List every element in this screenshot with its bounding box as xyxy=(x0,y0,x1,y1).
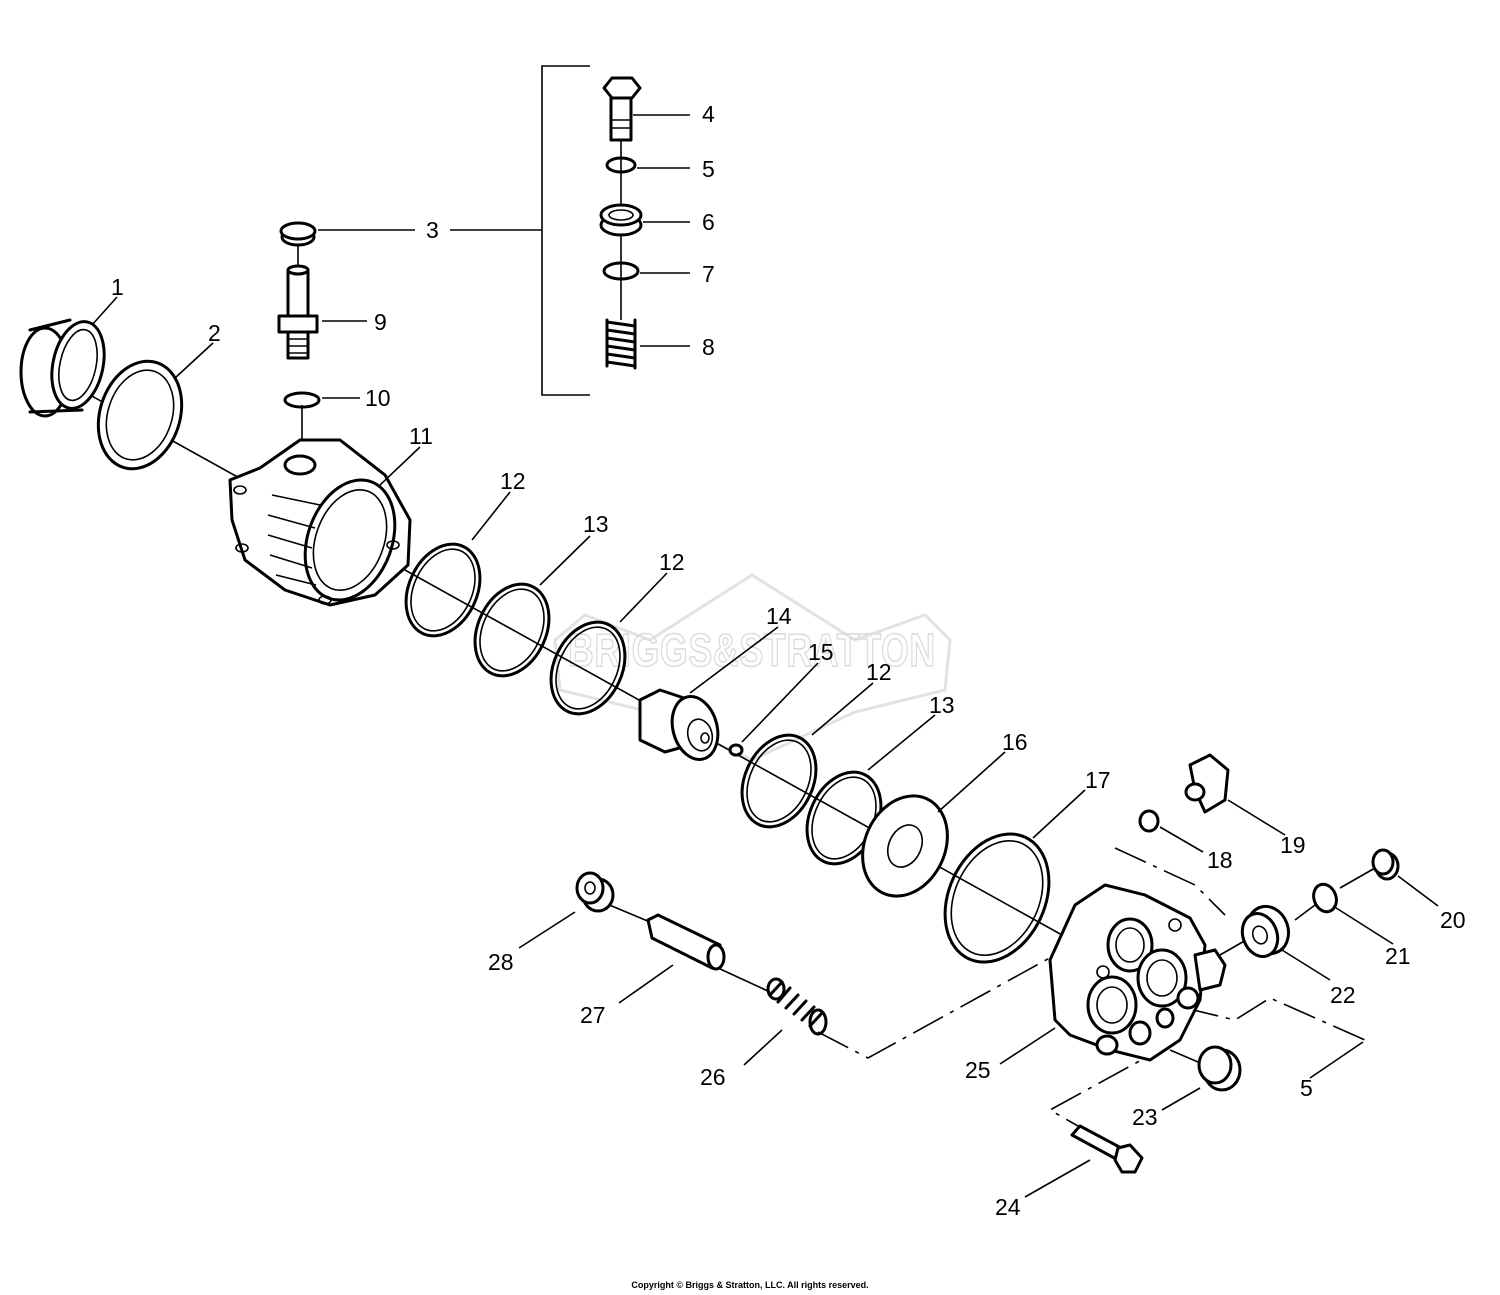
callout-8: 8 xyxy=(702,334,715,360)
callout-27: 27 xyxy=(580,1002,606,1028)
part-1-bearing-cup xyxy=(19,318,106,418)
part-26-spring xyxy=(766,977,828,1036)
part-19-cap xyxy=(1184,753,1230,814)
part-5-washer xyxy=(605,156,637,174)
part-12-ring-c xyxy=(740,733,818,829)
part-17-large-o-ring xyxy=(943,832,1051,964)
callout-28: 28 xyxy=(488,949,514,975)
callout-5-bottom: 5 xyxy=(1300,1075,1313,1101)
part-20-cap xyxy=(1371,848,1400,881)
callout-20: 20 xyxy=(1440,907,1466,933)
part-13-ring-a xyxy=(473,582,551,678)
part-25-manifold-head xyxy=(1048,883,1227,1062)
part-15-ball xyxy=(728,743,744,757)
callout-13-a: 13 xyxy=(583,511,609,537)
callout-10: 10 xyxy=(365,385,391,411)
part-27-pin xyxy=(646,913,726,971)
callout-24: 24 xyxy=(995,1194,1021,1220)
part-10-o-ring xyxy=(283,391,321,409)
copyright-notice: Copyright © Briggs & Stratton, LLC. All … xyxy=(631,1280,869,1290)
callout-12-a: 12 xyxy=(500,468,526,494)
callout-1: 1 xyxy=(111,274,124,300)
part-22-knurled-nut xyxy=(1240,904,1291,958)
part-3-cap xyxy=(279,221,317,247)
callout-2: 2 xyxy=(208,320,221,346)
part-24-bolt xyxy=(1070,1124,1144,1174)
part-6-seat xyxy=(599,203,643,237)
part-12-ring-b xyxy=(549,620,627,716)
part-9-fitting xyxy=(277,264,319,360)
part-14-piston xyxy=(638,688,720,761)
part-11-housing xyxy=(228,438,412,607)
callout-12-c: 12 xyxy=(866,659,892,685)
part-23-plug xyxy=(1197,1045,1242,1092)
part-18-o-ring xyxy=(1138,809,1160,833)
callout-labels: 1 2 3 4 5 6 7 8 9 10 11 12 13 12 14 15 1… xyxy=(111,101,1466,1220)
callout-23: 23 xyxy=(1132,1104,1158,1130)
brand-watermark: BRIGGS&STRATTON xyxy=(553,573,952,762)
callout-14: 14 xyxy=(766,603,792,629)
part-7-o-ring xyxy=(602,261,640,281)
part-12-ring-a xyxy=(404,542,482,638)
part-2-ring xyxy=(96,359,184,471)
part-21-o-ring xyxy=(1312,882,1338,914)
callout-5-top: 5 xyxy=(702,156,715,182)
callout-9: 9 xyxy=(374,309,387,335)
kit-bracket xyxy=(541,65,590,396)
callout-7: 7 xyxy=(702,261,715,287)
callout-12-b: 12 xyxy=(659,549,685,575)
callout-21: 21 xyxy=(1385,943,1411,969)
callout-4: 4 xyxy=(702,101,715,127)
callout-leaders xyxy=(91,114,1439,1198)
part-28-cap-nut xyxy=(575,871,615,913)
part-16-washer xyxy=(861,794,949,898)
callout-11: 11 xyxy=(409,423,433,449)
callout-18: 18 xyxy=(1207,847,1233,873)
callout-13-b: 13 xyxy=(929,692,955,718)
watermark-text: BRIGGS&STRATTON xyxy=(568,624,936,676)
callout-25: 25 xyxy=(965,1057,991,1083)
callout-6: 6 xyxy=(702,209,715,235)
part-4-bolt xyxy=(602,76,642,142)
callout-19: 19 xyxy=(1280,832,1306,858)
callout-15: 15 xyxy=(808,639,834,665)
callout-3: 3 xyxy=(426,217,439,243)
part-8-spring xyxy=(605,318,637,370)
callout-16: 16 xyxy=(1002,729,1028,755)
callout-22: 22 xyxy=(1330,982,1356,1008)
callout-17: 17 xyxy=(1085,767,1111,793)
callout-26: 26 xyxy=(700,1064,726,1090)
